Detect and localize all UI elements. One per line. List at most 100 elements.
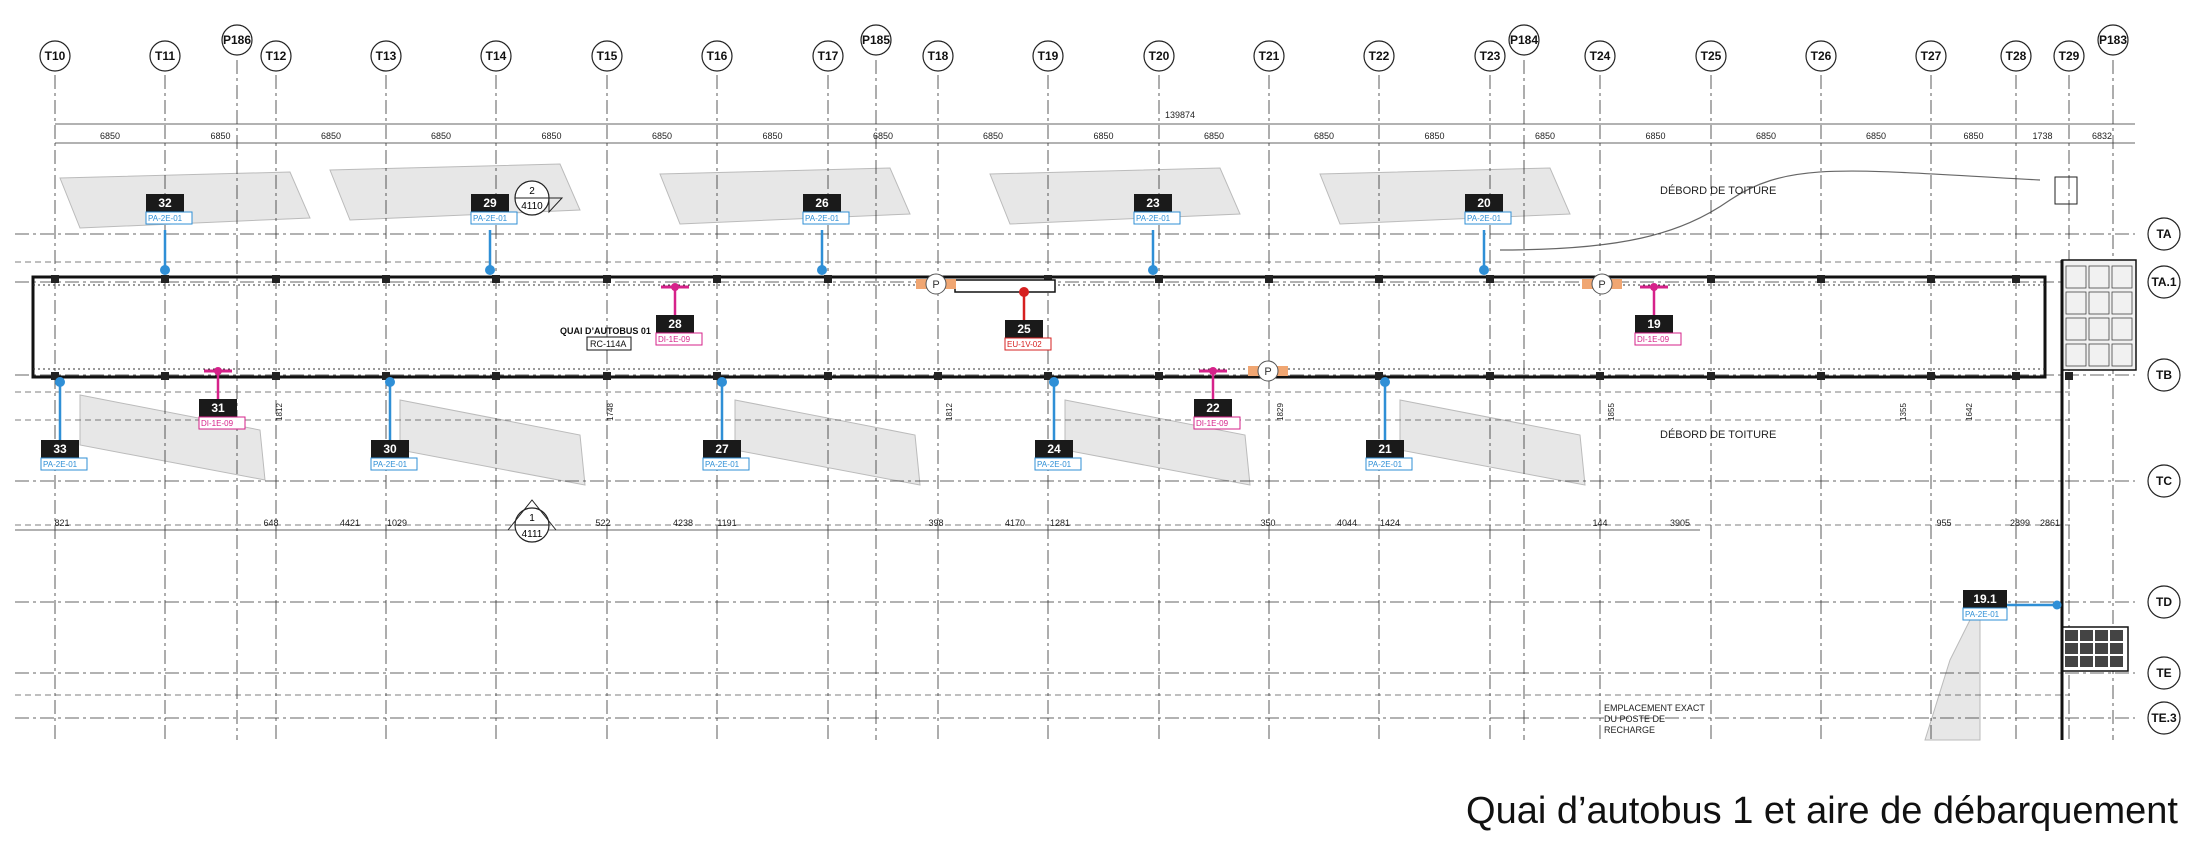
tag-number: 26 <box>815 196 829 210</box>
grid-bubble-t17 <box>812 40 844 72</box>
building-grid-cell <box>2110 656 2123 667</box>
tag-number: 23 <box>1146 196 1160 210</box>
figure-caption: Quai d’autobus 1 et aire de débarquement <box>1466 790 2178 832</box>
bottom-dimension: 1029 <box>387 518 407 528</box>
tag-number-box <box>1635 315 1673 333</box>
tag-number: 19.1 <box>1973 592 1997 606</box>
tag-number-box <box>1194 399 1232 417</box>
column-post <box>1044 275 1052 283</box>
parking-marker <box>1257 360 1279 382</box>
grid-bubble-t22 <box>1363 40 1395 72</box>
grid-bubble-ta-1 <box>2147 265 2181 299</box>
tag-number: 33 <box>53 442 67 456</box>
building-grid-cell <box>2088 265 2110 289</box>
grid-bubble-t15 <box>591 40 623 72</box>
tag-number: 28 <box>668 317 682 331</box>
building-grid-cell <box>2065 317 2087 341</box>
column-post <box>1927 372 1935 380</box>
callout-2-detail: 4110 <box>521 201 543 212</box>
parking-marker <box>1591 273 1613 295</box>
tag-endpoint <box>1479 265 1489 275</box>
column-post <box>1265 275 1273 283</box>
grid-label-t23: T23 <box>1480 49 1501 63</box>
span-dimension: 1738 <box>2032 131 2052 141</box>
grid-label-te-3: TE.3 <box>2151 711 2177 725</box>
grid-bubble-t24 <box>1584 40 1616 72</box>
tag-code: PA-2E-01 <box>805 214 840 223</box>
grid-bubble-te <box>2147 656 2181 690</box>
grid-bubble-t16 <box>701 40 733 72</box>
tag-endpoint <box>1380 377 1390 387</box>
grid-bubble-t18 <box>922 40 954 72</box>
tag-number-box <box>1005 320 1043 338</box>
building-grid-cell <box>2111 265 2133 289</box>
note-line-1: EMPLACEMENT EXACT <box>1604 703 1705 713</box>
tag-number-box <box>471 194 509 212</box>
canopy-slab-bottom <box>734 399 921 486</box>
vertical-dimension: 1829 <box>1276 403 1285 421</box>
column-post <box>1486 372 1494 380</box>
tag-number-box <box>146 194 184 212</box>
plan-notes: DÉBORD DE TOITURE DÉBORD DE TOITURE QUAI… <box>507 110 1776 735</box>
grid-label-t13: T13 <box>376 49 397 63</box>
section-callout-2: 2 4110 <box>514 180 564 216</box>
column-post <box>1375 275 1383 283</box>
grid-label-tb: TB <box>2156 368 2172 382</box>
span-dimension: 6850 <box>541 131 561 141</box>
tag-number-box <box>41 440 79 458</box>
grid-bubble-p184 <box>1508 24 1540 56</box>
tag-number-box <box>703 440 741 458</box>
column-post <box>1044 372 1052 380</box>
bottom-dimension: 1424 <box>1380 518 1400 528</box>
parking-marker-label: P <box>1598 279 1605 291</box>
tag-number-box <box>656 315 694 333</box>
tag-number-box <box>371 440 409 458</box>
span-dimension: 6850 <box>873 131 893 141</box>
tag-code: PA-2E-01 <box>1467 214 1502 223</box>
tag-endpoint <box>1650 283 1658 291</box>
column-post <box>161 275 169 283</box>
parking-marker <box>925 273 947 295</box>
bottom-dimension: 2899 <box>2010 518 2030 528</box>
door-box <box>2054 176 2078 205</box>
vertical-dimension: 1748 <box>606 403 615 421</box>
tag-endpoint <box>817 265 827 275</box>
tag-number-box <box>1465 194 1503 212</box>
column-post <box>51 372 59 380</box>
note-line-3: RECHARGE <box>1604 725 1655 735</box>
building-grid-cell <box>2110 630 2123 641</box>
tag-code-box <box>470 211 518 225</box>
tag-number-box <box>199 399 237 417</box>
grid-bubble-t20 <box>1143 40 1175 72</box>
grid-bubble-ta <box>2147 217 2181 251</box>
bottom-dimension: 350 <box>1260 518 1275 528</box>
grid-label-t17: T17 <box>818 49 839 63</box>
tag-number: 22 <box>1206 401 1220 415</box>
tag-number-box <box>1963 590 2007 608</box>
grid-bubble-t25 <box>1695 40 1727 72</box>
quai-label: QUAI D’AUTOBUS 01 <box>560 326 651 336</box>
column-post <box>824 372 832 380</box>
building-grid-cell <box>2080 656 2093 667</box>
bench <box>954 279 1056 293</box>
tag-code: PA-2E-01 <box>1136 214 1171 223</box>
tag-code-box <box>1464 211 1512 225</box>
span-dimension: 6850 <box>431 131 451 141</box>
tag-number-box <box>1366 440 1404 458</box>
tag-code: PA-2E-01 <box>1368 460 1403 469</box>
grid-label-t12: T12 <box>266 49 287 63</box>
grid-label-t22: T22 <box>1369 49 1390 63</box>
building-grid-cell <box>2088 343 2110 367</box>
column-post <box>934 372 942 380</box>
building-grid-cell <box>2111 317 2133 341</box>
grid-label-t14: T14 <box>486 49 507 63</box>
tag-code-box <box>1034 457 1082 471</box>
canopy-slabs <box>59 163 2041 741</box>
grid-bubble-t13 <box>370 40 402 72</box>
canopy-slab-bottom <box>399 399 586 486</box>
grid-bubble-t26 <box>1805 40 1837 72</box>
span-dimension: 6850 <box>210 131 230 141</box>
